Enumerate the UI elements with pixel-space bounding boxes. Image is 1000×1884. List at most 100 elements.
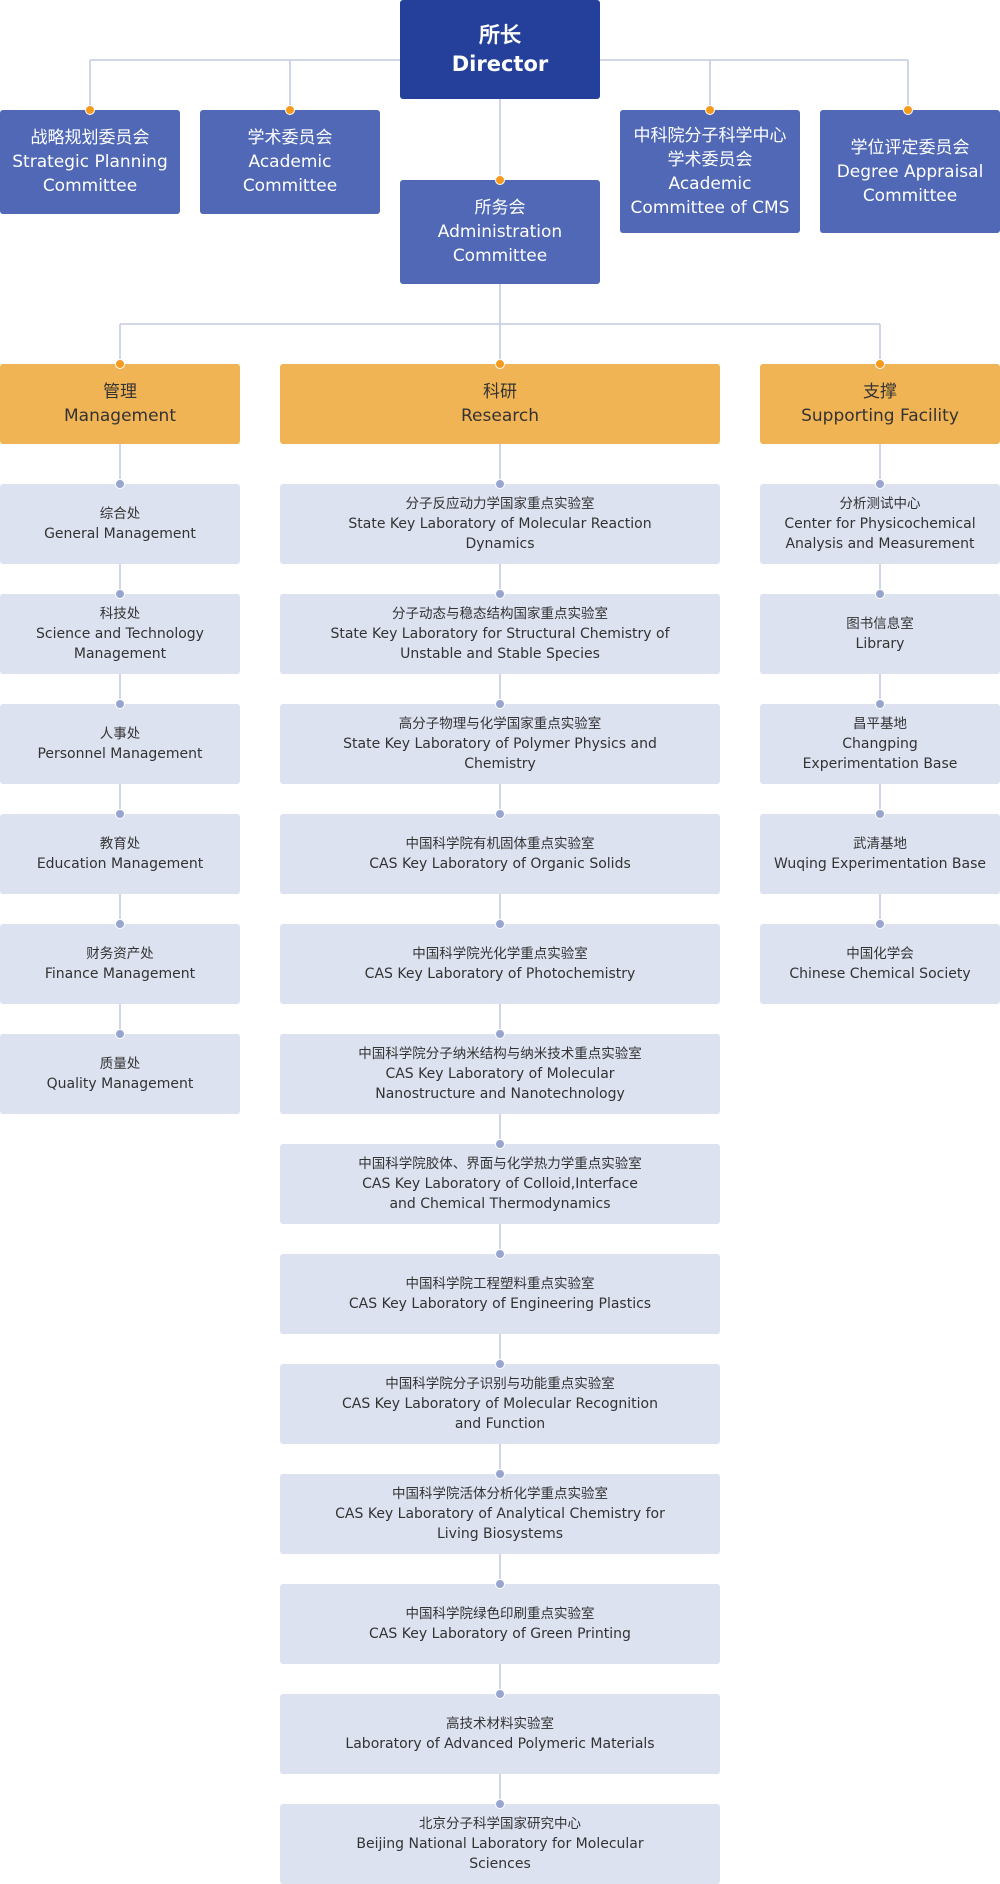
unit-research-lab-6: 中国科学院分子纳米结构与纳米技术重点实验室 CAS Key Laboratory… [280, 1034, 720, 1114]
unit-label-en: Beijing National Laboratory for Molecula… [356, 1836, 644, 1872]
category-management: 管理 Management [0, 364, 240, 444]
unit-label-zh: 昌平基地 [853, 716, 907, 732]
junction-dot [495, 1139, 505, 1149]
unit-label-zh: 分析测试中心 [839, 496, 921, 512]
unit-quality-management: 质量处 Quality Management [0, 1034, 240, 1114]
committee-label-en: Academic Committee [242, 152, 338, 196]
junction-dot [495, 359, 505, 369]
junction-dot [495, 1579, 505, 1589]
committee-academic: 学术委员会 Academic Committee [200, 110, 380, 214]
unit-label-zh: 中国科学院有机固体重点实验室 [405, 836, 595, 852]
junction-dot [875, 809, 885, 819]
unit-changping-base: 昌平基地 Changping Experimentation Base [760, 704, 1000, 784]
category-label-en: Management [64, 406, 176, 426]
junction-dot [495, 175, 505, 185]
junction-dot [115, 1029, 125, 1039]
unit-label-zh: 图书信息室 [846, 616, 914, 632]
unit-label-en: Personnel Management [37, 746, 203, 762]
director-label-en: Director [451, 51, 549, 76]
unit-label-zh: 中国科学院工程塑料重点实验室 [405, 1276, 595, 1292]
unit-label-en: Science and Technology Management [36, 626, 204, 662]
committee-administration: 所务会 Administration Committee [400, 180, 600, 284]
director-label-zh: 所长 [479, 22, 521, 47]
unit-chinese-chemical-society: 中国化学会 Chinese Chemical Society [760, 924, 1000, 1004]
unit-general-management: 综合处 General Management [0, 484, 240, 564]
junction-dot [875, 359, 885, 369]
junction-dot [115, 809, 125, 819]
junction-dot [115, 479, 125, 489]
unit-label-en: Changping Experimentation Base [802, 736, 958, 772]
junction-dot [495, 1799, 505, 1809]
unit-label-en: State Key Laboratory of Molecular Reacti… [348, 516, 652, 552]
unit-research-lab-1: 分子反应动力学国家重点实验室 State Key Laboratory of M… [280, 484, 720, 564]
junction-dot [115, 359, 125, 369]
unit-research-lab-4: 中国科学院有机固体重点实验室 CAS Key Laboratory of Org… [280, 814, 720, 894]
category-research: 科研 Research [280, 364, 720, 444]
unit-label-zh: 中国科学院分子纳米结构与纳米技术重点实验室 [358, 1046, 642, 1062]
committee-label-en: Academic Committee of CMS [630, 173, 790, 218]
unit-label-zh: 教育处 [99, 836, 141, 852]
committee-label-zh: 中科院分子科学中心学术委员会 [633, 125, 787, 170]
unit-label-en: CAS Key Laboratory of Green Printing [369, 1626, 631, 1642]
junction-dot [875, 699, 885, 709]
unit-label-en: General Management [44, 526, 196, 542]
committee-label-en: Degree Appraisal Committee [836, 161, 984, 206]
unit-label-en: Finance Management [44, 966, 196, 982]
committee-label-zh: 所务会 [474, 198, 526, 218]
unit-label-en: Laboratory of Advanced Polymeric Materia… [345, 1736, 655, 1752]
junction-dot [903, 105, 913, 115]
unit-label-zh: 质量处 [99, 1056, 141, 1072]
unit-label-zh: 中国科学院分子识别与功能重点实验室 [385, 1376, 615, 1392]
unit-research-lab-11: 中国科学院绿色印刷重点实验室 CAS Key Laboratory of Gre… [280, 1584, 720, 1664]
unit-label-zh: 中国化学会 [846, 946, 914, 962]
unit-label-en: Library [855, 636, 905, 652]
junction-dot [875, 919, 885, 929]
committee-cms-academic: 中科院分子科学中心学术委员会 Academic Committee of CMS [620, 110, 800, 233]
director-box: 所长 Director [400, 0, 600, 99]
unit-research-lab-7: 中国科学院胶体、界面与化学热力学重点实验室 CAS Key Laboratory… [280, 1144, 720, 1224]
committee-strategic-planning: 战略规划委员会 Strategic Planning Committee [0, 110, 180, 214]
junction-dot [495, 1249, 505, 1259]
junction-dot [495, 589, 505, 599]
unit-research-lab-13: 北京分子科学国家研究中心 Beijing National Laboratory… [280, 1804, 720, 1884]
junction-dot [115, 919, 125, 929]
unit-research-lab-2: 分子动态与稳态结构国家重点实验室 State Key Laboratory fo… [280, 594, 720, 674]
unit-label-en: CAS Key Laboratory of Molecular Recognit… [341, 1396, 658, 1432]
unit-analysis-center: 分析测试中心 Center for Physicochemical Analys… [760, 484, 1000, 564]
unit-research-lab-8: 中国科学院工程塑料重点实验室 CAS Key Laboratory of Eng… [280, 1254, 720, 1334]
unit-label-en: Wuqing Experimentation Base [773, 856, 987, 872]
unit-label-en: CAS Key Laboratory of Engineering Plasti… [348, 1296, 652, 1312]
unit-research-lab-9: 中国科学院分子识别与功能重点实验室 CAS Key Laboratory of … [280, 1364, 720, 1444]
junction-dot [85, 105, 95, 115]
unit-research-lab-10: 中国科学院活体分析化学重点实验室 CAS Key Laboratory of A… [280, 1474, 720, 1554]
category-label-zh: 支撑 [863, 382, 897, 402]
unit-label-zh: 中国科学院光化学重点实验室 [412, 946, 588, 962]
unit-label-en: State Key Laboratory for Structural Chem… [330, 626, 670, 662]
unit-label-zh: 分子反应动力学国家重点实验室 [405, 496, 595, 512]
junction-dot [495, 1689, 505, 1699]
category-label-zh: 科研 [483, 382, 517, 402]
unit-wuqing-base: 武清基地 Wuqing Experimentation Base [760, 814, 1000, 894]
category-label-en: Research [461, 406, 539, 426]
unit-label-en: CAS Key Laboratory of Molecular Nanostru… [375, 1066, 625, 1102]
unit-label-en: State Key Laboratory of Polymer Physics … [343, 736, 657, 772]
unit-research-lab-5: 中国科学院光化学重点实验室 CAS Key Laboratory of Phot… [280, 924, 720, 1004]
committee-label-zh: 战略规划委员会 [30, 128, 150, 148]
unit-label-zh: 财务资产处 [86, 946, 154, 962]
unit-label-zh: 北京分子科学国家研究中心 [419, 1816, 581, 1832]
junction-dot [495, 479, 505, 489]
unit-label-zh: 中国科学院活体分析化学重点实验室 [392, 1486, 608, 1502]
unit-label-zh: 综合处 [99, 506, 141, 522]
junction-dot [495, 919, 505, 929]
category-supporting-facility: 支撑 Supporting Facility [760, 364, 1000, 444]
junction-dot [115, 589, 125, 599]
unit-education-management: 教育处 Education Management [0, 814, 240, 894]
unit-label-en: CAS Key Laboratory of Analytical Chemist… [335, 1506, 665, 1542]
committee-label-zh: 学术委员会 [247, 128, 333, 148]
unit-label-en: CAS Key Laboratory of Colloid,Interface … [362, 1176, 638, 1212]
unit-label-zh: 人事处 [99, 726, 141, 742]
committee-label-zh: 学位评定委员会 [850, 137, 970, 158]
category-label-zh: 管理 [103, 382, 137, 402]
unit-label-en: CAS Key Laboratory of Organic Solids [369, 856, 631, 872]
junction-dot [875, 589, 885, 599]
